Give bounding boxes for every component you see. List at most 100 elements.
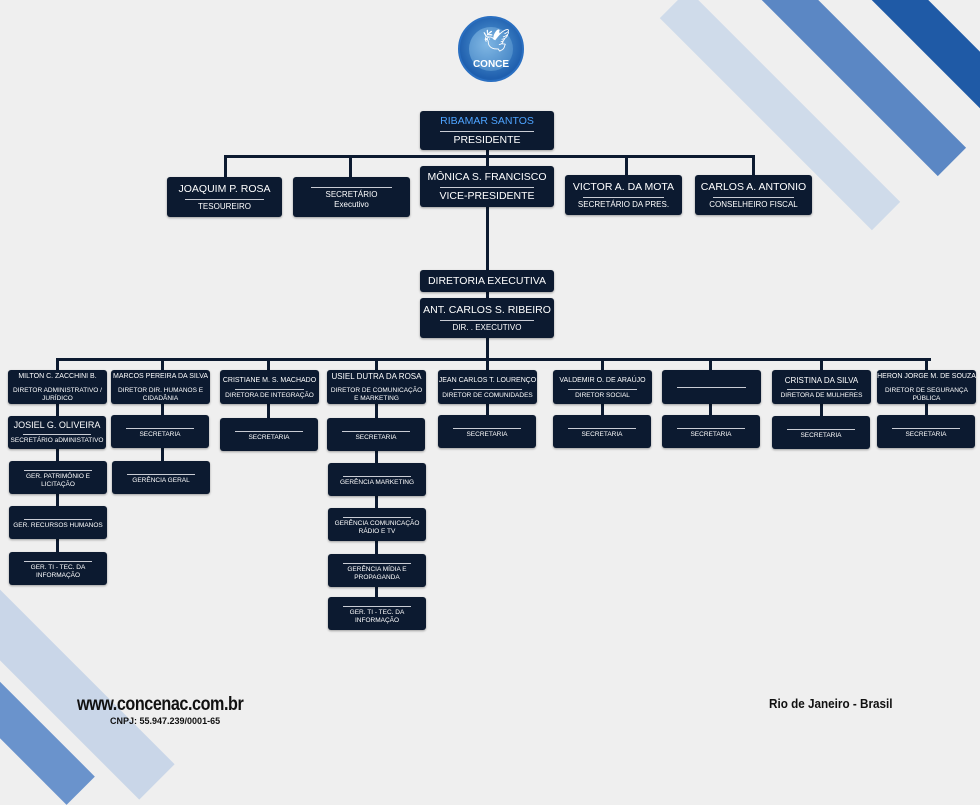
connector — [625, 155, 628, 175]
sub-card: SECRETARIA — [220, 418, 318, 451]
connector — [486, 150, 489, 170]
divider — [235, 388, 304, 390]
divider — [787, 388, 856, 390]
sub-card: GERÊNCIA COMUNICAÇÃO RÁDIO E TV — [328, 508, 426, 541]
card-title: SECRETARIA — [690, 430, 732, 438]
connector — [224, 155, 227, 177]
card-title: DIRETOR DIR. HUMANOS E CIDADÂNIA — [117, 387, 204, 402]
sub-card: GER. RECURSOS HUMANOS — [9, 506, 107, 539]
card-name: VALDEMIR O. DE ARAÚJO — [559, 376, 646, 384]
connector — [56, 358, 931, 361]
sub-card: GERÊNCIA MÍDIA E PROPAGANDA — [328, 554, 426, 587]
globe-icon — [469, 27, 513, 71]
divider — [892, 427, 960, 429]
president-title: PRESIDENTE — [453, 133, 521, 146]
card-name: USIEL DUTRA DA ROSA — [331, 372, 422, 381]
divider — [787, 428, 855, 430]
card-name: MÔNICA S. FRANCISCO — [427, 170, 547, 183]
decorative-stripe — [0, 580, 175, 800]
card-title: DIRETOR DE COMUNIDADES — [442, 391, 533, 399]
card-subtitle: Executivo — [334, 200, 369, 209]
card-title: GER. TI - TEC. DA INFORMAÇÃO — [349, 608, 405, 624]
card-title: DIRETOR DE COMUNICAÇÃO E MARKETING — [330, 387, 423, 402]
card-title: SECRETARIA — [581, 430, 623, 438]
president-name: RIBAMAR SANTOS — [440, 114, 534, 127]
sub-card: SECRETARIA — [438, 415, 536, 448]
card-title: DIRETORIA EXECUTIVA — [427, 274, 547, 287]
connector — [486, 338, 489, 360]
divider — [677, 387, 746, 388]
board-card-treasurer: JOAQUIM P. ROSA TESOUREIRO — [167, 177, 282, 217]
connector — [752, 155, 755, 175]
divider — [453, 388, 522, 390]
divider — [126, 427, 194, 429]
sub-card: SECRETARIA — [662, 415, 760, 448]
board-card-fiscal-council: CARLOS A. ANTONIO CONSELHEIRO FISCAL — [695, 175, 812, 215]
executive-director-card: ANT. CARLOS S. RIBEIRO DIR. . EXECUTIVO — [420, 298, 554, 338]
card-title: GERÊNCIA GERAL — [132, 476, 190, 484]
divider — [440, 186, 534, 188]
executive-board-label: DIRETORIA EXECUTIVA — [420, 270, 554, 292]
connector — [161, 358, 164, 468]
card-name: JOAQUIM P. ROSA — [178, 182, 271, 195]
board-card-vice-president: MÔNICA S. FRANCISCO VICE-PRESIDENTE — [420, 166, 554, 207]
card-title: SECRETÁRIO — [325, 190, 378, 199]
divider — [568, 427, 636, 429]
card-title: GERÊNCIA MARKETING — [339, 478, 415, 486]
card-title: CONSELHEIRO FISCAL — [709, 199, 798, 209]
card-title: DIRETOR ADMINISTRATIVO / JURÍDICO — [13, 387, 102, 402]
president-card: RIBAMAR SANTOS PRESIDENTE — [420, 111, 554, 150]
divider — [453, 427, 521, 429]
director-card: USIEL DUTRA DA ROSA DIRETOR DE COMUNICAÇÃ… — [327, 370, 426, 404]
divider — [127, 473, 195, 475]
cnpj-text: CNPJ: 55.947.239/0001-65 — [110, 716, 221, 726]
divider — [440, 130, 534, 132]
card-title: SECRETARIA — [355, 433, 397, 441]
divider — [343, 516, 411, 518]
divider — [24, 518, 92, 520]
card-title: GER. RECURSOS HUMANOS — [13, 521, 103, 529]
card-name: CRISTIANE M. S. MACHADO — [222, 376, 317, 384]
website-link[interactable]: www.concenac.com.br — [77, 694, 244, 715]
location-text: Rio de Janeiro - Brasil — [769, 696, 893, 711]
connector — [224, 155, 755, 158]
sub-card: SECRETARIA — [772, 416, 870, 449]
divider — [582, 196, 665, 198]
divider — [310, 187, 393, 188]
divider — [712, 196, 795, 198]
sub-card: GER. TI - TEC. DA INFORMAÇÃO — [9, 552, 107, 585]
dove-icon: 🕊 — [482, 28, 510, 53]
card-name: MARCOS PEREIRA DA SILVA — [112, 373, 209, 380]
card-title: SECRETARIA — [800, 431, 842, 439]
director-card: MILTON C. ZACCHINI B. DIRETOR ADMINISTRAT… — [8, 370, 107, 404]
card-title: GER. TI - TEC. DA INFORMAÇÃO — [30, 563, 86, 579]
divider — [568, 388, 637, 390]
divider — [24, 469, 92, 471]
card-name: MILTON C. ZACCHINI B. — [18, 373, 97, 380]
board-card-president-secretary: VICTOR A. DA MOTA SECRETÁRIO DA PRES. — [565, 175, 682, 215]
divider — [235, 430, 303, 432]
sub-card: SECRETARIA — [553, 415, 651, 448]
director-card: MARCOS PEREIRA DA SILVA DIRETOR DIR. HUMA… — [111, 370, 210, 404]
divider — [440, 319, 534, 321]
card-name: CRISTINA DA SILVA — [784, 375, 859, 385]
sub-card: GER. TI - TEC. DA INFORMAÇÃO — [328, 597, 426, 630]
divider — [343, 475, 411, 477]
card-name: VICTOR A. DA MOTA — [572, 180, 675, 193]
card-title: GERÊNCIA COMUNICAÇÃO RÁDIO E TV — [334, 519, 420, 535]
card-title: GERÊNCIA MÍDIA E PROPAGANDA — [347, 565, 407, 581]
card-title: TESOUREIRO — [198, 201, 251, 211]
card-name: HERON JORGE M. DE SOUZA — [877, 373, 976, 380]
sub-card: SECRETARIA — [327, 418, 425, 451]
sub-card: GERÊNCIA GERAL — [112, 461, 210, 494]
card-name: ANT. CARLOS S. RIBEIRO — [423, 303, 551, 316]
divider — [342, 430, 410, 432]
sub-card: SECRETARIA — [111, 415, 209, 448]
card-title: SECRETARIA — [466, 430, 508, 438]
